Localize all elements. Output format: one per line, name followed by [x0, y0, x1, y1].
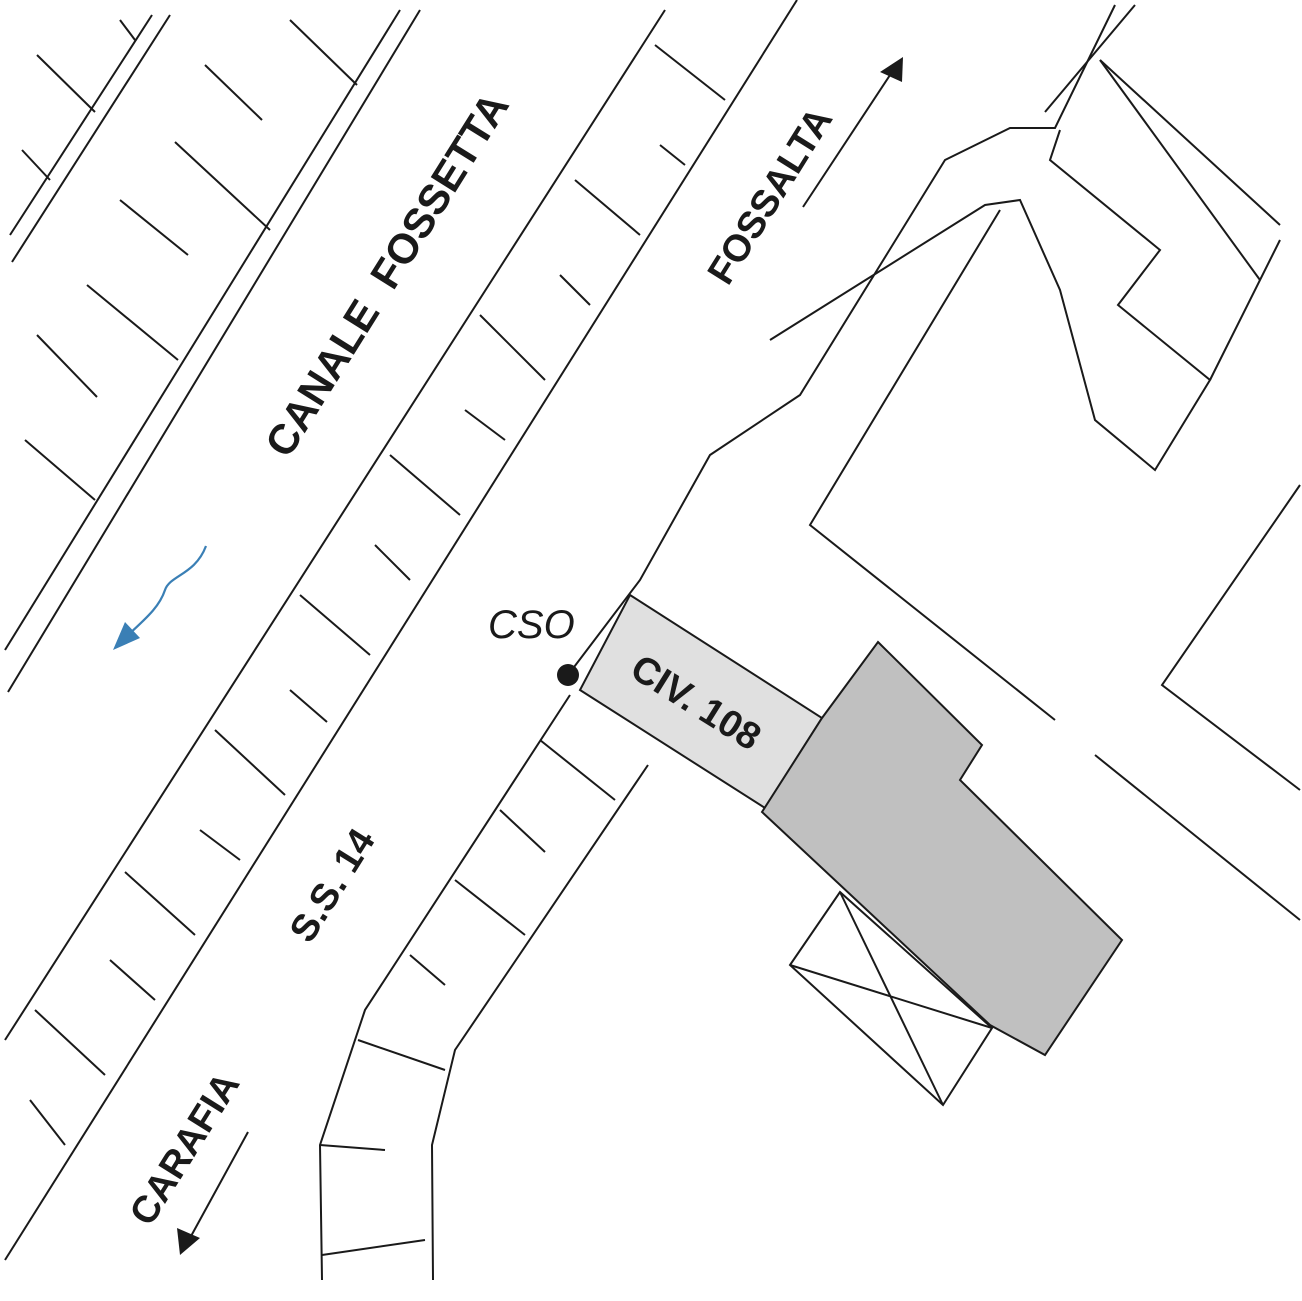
tick — [464, 409, 506, 441]
tick — [29, 1099, 66, 1146]
tick — [289, 19, 358, 86]
tick — [214, 729, 286, 796]
tick — [539, 739, 616, 801]
parcel-line — [1094, 754, 1301, 921]
tick — [109, 959, 156, 1001]
direction-south-label: CARAFIA — [122, 1066, 248, 1233]
road-edge-lower-2 — [430, 764, 649, 1281]
tick — [357, 1039, 446, 1071]
parcel-line — [1099, 59, 1261, 281]
tick — [119, 19, 136, 41]
cso-point-icon[interactable] — [557, 664, 579, 686]
canal-bank-left-2 — [7, 9, 421, 693]
tick — [479, 314, 546, 381]
tick — [36, 334, 98, 398]
road-east-edge — [318, 4, 1136, 1281]
road-edge-upper — [567, 4, 1116, 676]
cross-line — [839, 891, 944, 1106]
left-parcel-ticks — [21, 19, 358, 501]
tick — [289, 689, 328, 723]
tick — [86, 284, 179, 361]
road-bank-ticks — [29, 44, 726, 1146]
tick — [204, 64, 263, 121]
cross-line — [789, 964, 993, 1029]
tick — [36, 54, 96, 113]
crossed-parcel — [788, 890, 994, 1107]
tick — [24, 439, 96, 501]
tick — [454, 879, 526, 936]
tick — [21, 149, 51, 181]
parcel-rect-2 — [1160, 484, 1301, 791]
tick — [319, 1144, 386, 1151]
flow-direction-arrow-icon — [113, 545, 208, 650]
tick — [34, 1009, 106, 1076]
tick — [499, 809, 546, 853]
parcel-rect — [808, 209, 1056, 721]
road-label: S.S. 14 — [282, 822, 384, 950]
parcel-line — [1209, 239, 1281, 381]
tick — [654, 44, 726, 101]
parcel-wedge — [769, 129, 1212, 472]
parcel-line — [1099, 59, 1281, 226]
canal-bank-right-2 — [4, 0, 798, 1261]
tick — [299, 594, 371, 656]
tick — [321, 1239, 426, 1256]
canal-outer-line-1 — [9, 14, 153, 236]
road-edge-lower — [318, 694, 571, 1281]
road-edge-upper-2 — [1044, 4, 1136, 113]
canal-banks — [4, 0, 798, 1261]
canal-bank-right — [4, 9, 666, 1041]
tick — [124, 871, 196, 936]
building-adjacent[interactable] — [760, 640, 1124, 1057]
tick — [574, 179, 641, 236]
tick — [659, 144, 686, 166]
canal-bank-left — [4, 9, 401, 651]
canal-outer-line-2 — [11, 14, 171, 263]
east-parcels — [769, 59, 1301, 921]
canal-label: CANALE FOSSETTA — [256, 84, 518, 464]
tick — [199, 829, 241, 861]
tick — [119, 199, 189, 256]
tick — [559, 274, 591, 306]
tick — [409, 954, 446, 986]
arrow-down-left-icon — [177, 1131, 249, 1255]
tick — [389, 454, 461, 516]
cso-label: CSO — [488, 603, 575, 647]
tick — [174, 141, 271, 231]
tick — [374, 544, 411, 581]
arrow-up-right-icon — [802, 57, 903, 208]
direction-north-label: FOSSALTA — [700, 101, 841, 292]
